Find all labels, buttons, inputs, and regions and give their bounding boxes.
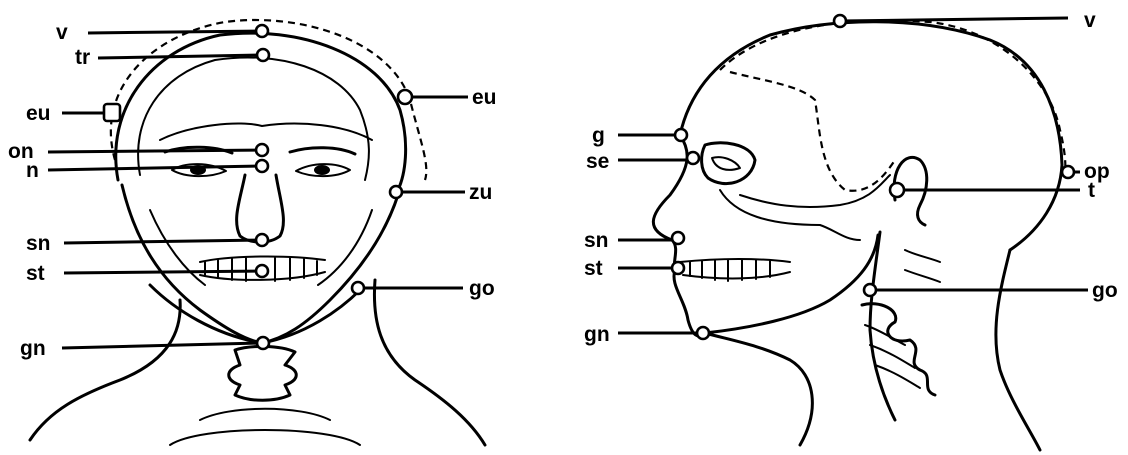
front-label-tr: tr (75, 46, 90, 69)
side-point-go (864, 284, 876, 296)
front-point-gn (257, 337, 269, 349)
front-label-go: go (469, 277, 495, 300)
front-point-n (256, 160, 268, 172)
front-point-tr (257, 49, 269, 61)
side-view: v g se op t sn st go gn (584, 9, 1118, 450)
side-label-g: g (592, 124, 605, 147)
side-point-v (834, 15, 846, 27)
side-label-sn: sn (584, 229, 609, 252)
front-label-n: n (26, 159, 39, 182)
side-point-se (687, 152, 699, 164)
side-point-g (675, 129, 687, 141)
side-label-gn: gn (584, 323, 610, 346)
front-label-v: v (56, 21, 68, 44)
side-point-op (1062, 166, 1074, 178)
side-leader-lines (618, 18, 1088, 333)
front-point-st (256, 265, 268, 277)
front-label-eu-left: eu (26, 102, 51, 125)
front-point-on (256, 144, 268, 156)
side-labels: v g se op t sn st go gn (584, 9, 1118, 346)
front-label-eu-right: eu (472, 86, 497, 109)
side-label-v: v (1084, 9, 1096, 32)
front-point-eu-left (104, 104, 120, 121)
front-label-gn: gn (20, 337, 46, 360)
front-point-sn (256, 234, 268, 246)
front-label-st: st (26, 262, 45, 285)
front-label-zu: zu (469, 181, 492, 204)
front-point-v (256, 25, 268, 37)
front-point-go (352, 282, 364, 294)
side-label-go: go (1092, 279, 1118, 302)
front-point-eu-right (398, 90, 412, 104)
front-point-zu (390, 186, 402, 198)
side-label-t: t (1088, 179, 1095, 202)
front-view: v tr eu eu on n zu sn st go gn (8, 20, 497, 445)
front-leader-lines (48, 31, 468, 348)
side-point-gn (697, 327, 709, 339)
side-label-se: se (586, 150, 609, 173)
side-head-drawing (653, 20, 1065, 450)
side-point-st (672, 262, 684, 274)
side-point-t (890, 183, 904, 197)
side-point-sn (672, 232, 684, 244)
front-head-drawing (30, 20, 485, 445)
front-label-sn: sn (26, 232, 51, 255)
side-label-st: st (584, 257, 603, 280)
